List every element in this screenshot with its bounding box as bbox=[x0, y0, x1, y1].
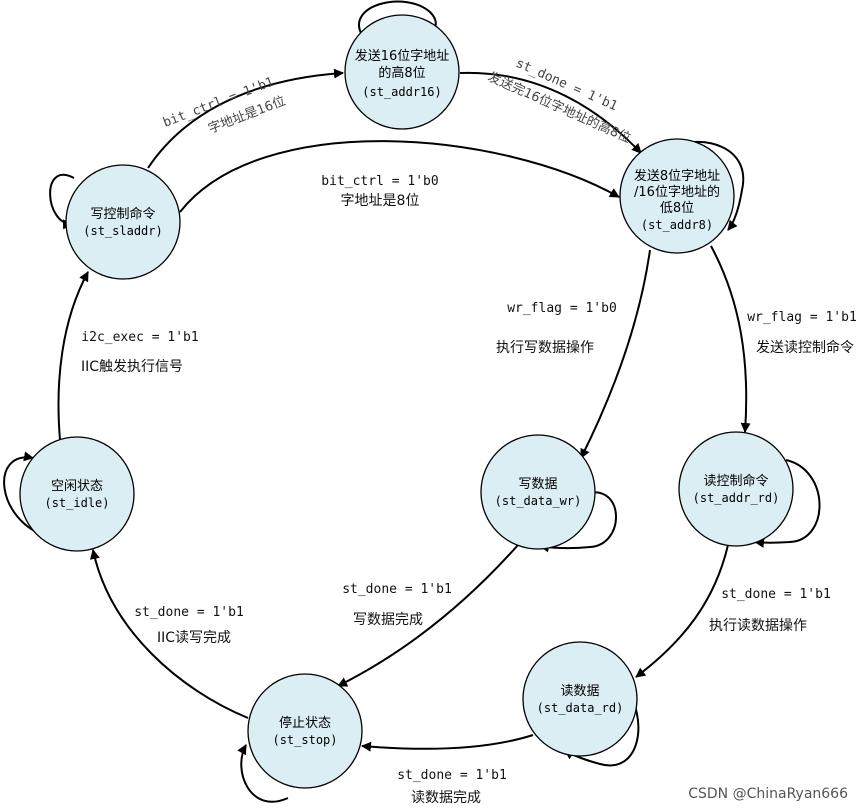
state-sladdr-name: 写控制命令 bbox=[90, 206, 155, 222]
state-idle-code: (st_idle) bbox=[44, 496, 109, 510]
state-addr-rd-name: 读控制命令 bbox=[703, 473, 768, 489]
state-addr16-name-2: 的高8位 bbox=[378, 65, 425, 81]
label-sladdr-to-addr8-cond: bit_ctrl = 1'b0 bbox=[321, 174, 438, 189]
state-idle: 空闲状态 (st_idle) bbox=[19, 436, 135, 552]
state-addr8-name-2: /16位字地址的 bbox=[634, 184, 720, 200]
label-addr8-to-addr-rd-cond: wr_flag = 1'b1 bbox=[747, 310, 857, 325]
self-loop-sladdr bbox=[49, 174, 75, 230]
state-sladdr: 写控制命令 (st_sladdr) bbox=[65, 164, 181, 280]
state-addr8-code: (st_addr8) bbox=[641, 218, 713, 232]
edge-data-wr-to-stop bbox=[337, 544, 519, 687]
state-stop-name: 停止状态 bbox=[279, 715, 331, 731]
state-addr8-name-3: 低8位 bbox=[660, 201, 694, 216]
edge-addr16-to-addr8 bbox=[459, 71, 642, 154]
state-data-wr-name: 写数据 bbox=[518, 477, 557, 492]
state-data-rd: 读数据 (st_data_rd) bbox=[522, 641, 638, 757]
state-data-rd-code: (st_data_rd) bbox=[537, 701, 624, 715]
label-data-wr-to-stop-cond: st_done = 1'b1 bbox=[342, 582, 452, 597]
label-sladdr-to-addr8-desc: 字地址是8位 bbox=[341, 193, 420, 209]
state-stop: 停止状态 (st_stop) bbox=[247, 673, 363, 789]
label-addr16-to-addr8: st_done = 1'b1 发送完16位字地址的高8位 bbox=[485, 56, 633, 146]
self-loop-data-wr bbox=[539, 491, 617, 553]
label-addr8-to-addr-rd-desc: 发送读控制命令 bbox=[756, 339, 854, 356]
state-addr16-name-1: 发送16位字地址 bbox=[355, 48, 450, 64]
edge-addr-rd-to-data-rd bbox=[635, 544, 729, 678]
label-stop-to-idle-cond: st_done = 1'b1 bbox=[134, 605, 244, 620]
state-addr8-name-1: 发送8位字地址 bbox=[634, 168, 720, 184]
edge-sladdr-to-addr16 bbox=[147, 68, 344, 169]
state-data-rd-name: 读数据 bbox=[560, 684, 599, 699]
watermark: CSDN @ChinaRyan666 bbox=[688, 786, 848, 802]
state-addr16: 发送16位字地址 的高8位 (st_addr16) bbox=[344, 14, 460, 130]
edge-data-rd-to-stop bbox=[361, 734, 534, 752]
edge-addr8-to-data-wr bbox=[580, 249, 651, 459]
self-loop-addr8 bbox=[677, 140, 745, 231]
state-addr16-code: (st_addr16) bbox=[362, 85, 441, 99]
edge-stop-to-idle bbox=[89, 549, 249, 719]
edge-addr8-to-addr-rd bbox=[710, 245, 751, 433]
label-addr8-to-data-wr-cond: wr_flag = 1'b0 bbox=[507, 301, 617, 316]
state-sladdr-code: (st_sladdr) bbox=[83, 224, 162, 238]
label-addr-rd-to-data-rd-desc: 执行读数据操作 bbox=[709, 617, 807, 634]
state-addr-rd: 读控制命令 (st_addr_rd) bbox=[678, 431, 794, 547]
state-data-wr: 写数据 (st_data_wr) bbox=[480, 434, 596, 550]
state-idle-name: 空闲状态 bbox=[51, 479, 103, 494]
state-addr8: 发送8位字地址 /16位字地址的 低8位 (st_addr8) bbox=[619, 138, 735, 254]
state-data-wr-code: (st_data_wr) bbox=[495, 494, 582, 508]
label-data-rd-to-stop-cond: st_done = 1'b1 bbox=[397, 768, 507, 783]
label-idle-to-sladdr-desc: IIC触发执行信号 bbox=[81, 359, 183, 375]
self-loop-addr-rd bbox=[754, 459, 821, 548]
label-addr-rd-to-data-rd-cond: st_done = 1'b1 bbox=[721, 587, 831, 602]
state-addr-rd-code: (st_addr_rd) bbox=[693, 491, 780, 505]
label-data-rd-to-stop-desc: 读数据完成 bbox=[411, 789, 481, 806]
label-idle-to-sladdr-cond: i2c_exec = 1'b1 bbox=[81, 330, 198, 345]
edge-idle-to-sladdr bbox=[57, 271, 89, 441]
label-stop-to-idle-desc: IIC读写完成 bbox=[157, 629, 231, 646]
label-addr8-to-data-wr-desc: 执行写数据操作 bbox=[496, 340, 594, 356]
self-loop-stop bbox=[237, 744, 289, 803]
label-sladdr-to-addr16: bit_ctrl = 1'b1 字地址是16位 bbox=[161, 75, 288, 137]
label-data-wr-to-stop-desc: 写数据完成 bbox=[353, 612, 423, 628]
state-stop-code: (st_stop) bbox=[272, 733, 337, 747]
edge-sladdr-to-addr8 bbox=[179, 140, 620, 213]
